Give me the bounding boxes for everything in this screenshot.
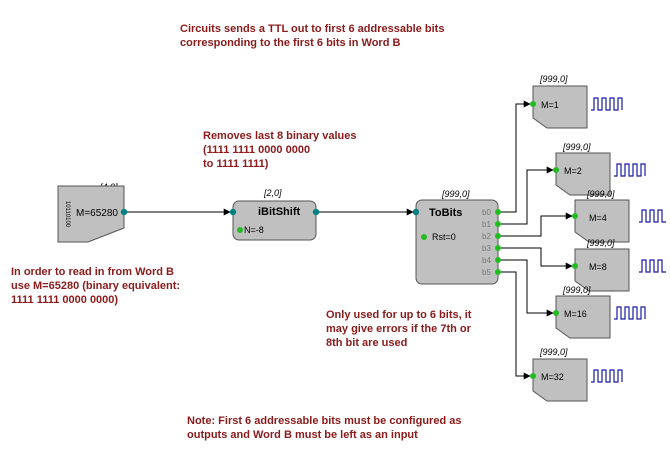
note-wordb: In order to read in from Word B use M=65… (11, 265, 180, 307)
bit-port-b0[interactable] (495, 209, 501, 215)
note-bottom: Note: First 6 addressable bits must be c… (187, 414, 461, 442)
output-block-m4[interactable]: [999,0] M=4 (572, 189, 666, 243)
output-header-m32: [999,0] (539, 347, 568, 357)
output-label-m1: M=1 (541, 100, 559, 110)
output-label-m2: M=2 (564, 166, 582, 176)
output-block-m32[interactable]: [999,0] M=32 (530, 347, 623, 402)
output-label-m8: M=8 (589, 262, 607, 272)
wire-b0-to-m1 (501, 100, 531, 213)
shift-input-port[interactable] (229, 208, 237, 216)
ibitshift-block[interactable]: [2,0] iBitShift N=-8 (229, 188, 320, 241)
output-port-m8[interactable] (572, 263, 578, 269)
tobits-reset: Rst=0 (432, 232, 456, 242)
note-wordb-line: 1111 1111 0000 0000) (11, 294, 119, 306)
output-label-m32: M=32 (541, 372, 564, 382)
bit-label-b2: b2 (482, 232, 491, 241)
bit-port-b3[interactable] (495, 245, 501, 251)
note-sixbits-line: Only used for up to 6 bits, it (326, 309, 472, 321)
bit-port-b4[interactable] (495, 257, 501, 263)
note-bottom-line: Note: First 6 addressable bits must be c… (187, 415, 462, 427)
shift-param-port[interactable] (237, 227, 243, 233)
wire-b1-to-m2 (501, 166, 554, 225)
wire-b5-to-m32 (501, 271, 531, 380)
bit-label-b5: b5 (482, 268, 491, 277)
shift-header: [2,0] (263, 188, 282, 198)
note-sixbits-line: may give errors if the 7th or (326, 323, 471, 335)
bit-port-b2[interactable] (495, 233, 501, 239)
tobits-input-port[interactable] (412, 208, 420, 216)
output-port-m1[interactable] (530, 101, 536, 107)
output-block-m8[interactable]: [999,0] M=8 (572, 238, 666, 292)
note-top: Circuits sends a TTL out to first 6 addr… (180, 22, 444, 50)
source-side-text: 10110100 (64, 201, 70, 228)
output-block-m16[interactable]: [999,0] M=16 (553, 285, 646, 339)
bit-label-b1: b1 (482, 220, 491, 229)
output-header-m8: [999,0] (586, 238, 615, 248)
bit-label-b4: b4 (482, 256, 491, 265)
shift-title: iBitShift (258, 206, 300, 218)
output-port-m32[interactable] (530, 373, 536, 379)
pulse-icon-m16 (614, 306, 646, 320)
output-block-m2[interactable]: [999,0] M=2 (553, 142, 646, 196)
note-shift-line: to 1111 1111) (203, 158, 269, 170)
output-header-m4: [999,0] (586, 189, 615, 199)
output-header-m1: [999,0] (539, 74, 568, 84)
wire-b3-to-m8 (501, 247, 573, 270)
output-block-m1[interactable]: [999,0] M=1 (530, 74, 623, 129)
output-header-m16: [999,0] (562, 285, 591, 295)
pulse-icon-m4 (639, 209, 666, 223)
tobits-block[interactable]: [999,0] ToBits Rst=0 b0 b1 b2 b3 b4 b5 (412, 189, 501, 285)
note-top-line: Circuits sends a TTL out to first 6 addr… (180, 23, 445, 35)
note-top-line: corresponding to the first 6 bits in Wor… (180, 37, 401, 49)
source-output-port[interactable] (120, 208, 128, 216)
tobits-header: [999,0] (441, 189, 470, 199)
note-shift: Removes last 8 binary values (1111 1111 … (203, 129, 356, 171)
note-sixbits-line: 8th bit are used (326, 337, 408, 349)
output-header-m2: [999,0] (562, 142, 591, 152)
note-sixbits: Only used for up to 6 bits, it may give … (326, 308, 471, 350)
output-label-m4: M=4 (589, 213, 607, 223)
note-bottom-line: outputs and Word B must be left as an in… (187, 429, 418, 441)
source-label: M=65280 (76, 208, 118, 219)
pulse-icon-m1 (591, 97, 623, 111)
output-label-m16: M=16 (564, 309, 587, 319)
wire-b4-to-m16 (501, 259, 554, 317)
output-port-m16[interactable] (553, 310, 559, 316)
tobits-title: ToBits (429, 207, 462, 219)
shift-param: N=-8 (244, 225, 264, 235)
note-shift-line: Removes last 8 binary values (203, 130, 357, 142)
pulse-icon-m32 (591, 369, 623, 383)
tobits-reset-port[interactable] (421, 234, 427, 240)
output-port-m4[interactable] (572, 213, 578, 219)
bit-port-b1[interactable] (495, 221, 501, 227)
note-shift-line: (1111 1111 0000 0000 (203, 144, 311, 156)
shift-output-port[interactable] (312, 208, 320, 216)
bit-label-b3: b3 (482, 244, 491, 253)
output-port-m2[interactable] (553, 167, 559, 173)
source-block[interactable]: [4,0] 10110100 M=65280 (57, 182, 128, 243)
pulse-icon-m2 (614, 163, 646, 177)
bit-label-b0: b0 (482, 208, 491, 217)
pulse-icon-m8 (639, 259, 666, 273)
note-wordb-line: use M=65280 (binary equivalent: (11, 280, 181, 292)
note-wordb-line: In order to read in from Word B (11, 266, 174, 278)
wire-b2-to-m4 (501, 212, 573, 237)
bit-port-b5[interactable] (495, 269, 501, 275)
